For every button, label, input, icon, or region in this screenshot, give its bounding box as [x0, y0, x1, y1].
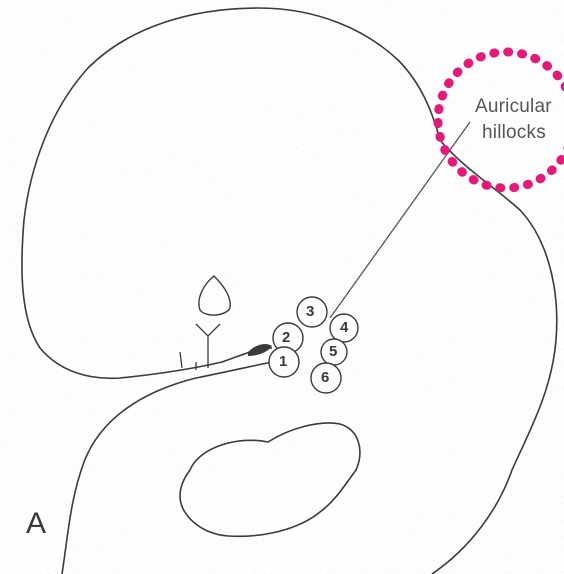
auricular-label-line2: hillocks — [482, 122, 546, 144]
hillock-label-1: 1 — [279, 354, 287, 370]
hillock-label-2: 2 — [282, 330, 290, 346]
hillock-label-6: 6 — [321, 370, 329, 386]
auricular-label-line1: Auricular — [475, 96, 552, 118]
hillock-label-3: 3 — [306, 304, 314, 320]
panel-letter: A — [26, 508, 46, 540]
hillock-label-4: 4 — [340, 320, 348, 336]
hillock-label-5: 5 — [329, 344, 337, 360]
